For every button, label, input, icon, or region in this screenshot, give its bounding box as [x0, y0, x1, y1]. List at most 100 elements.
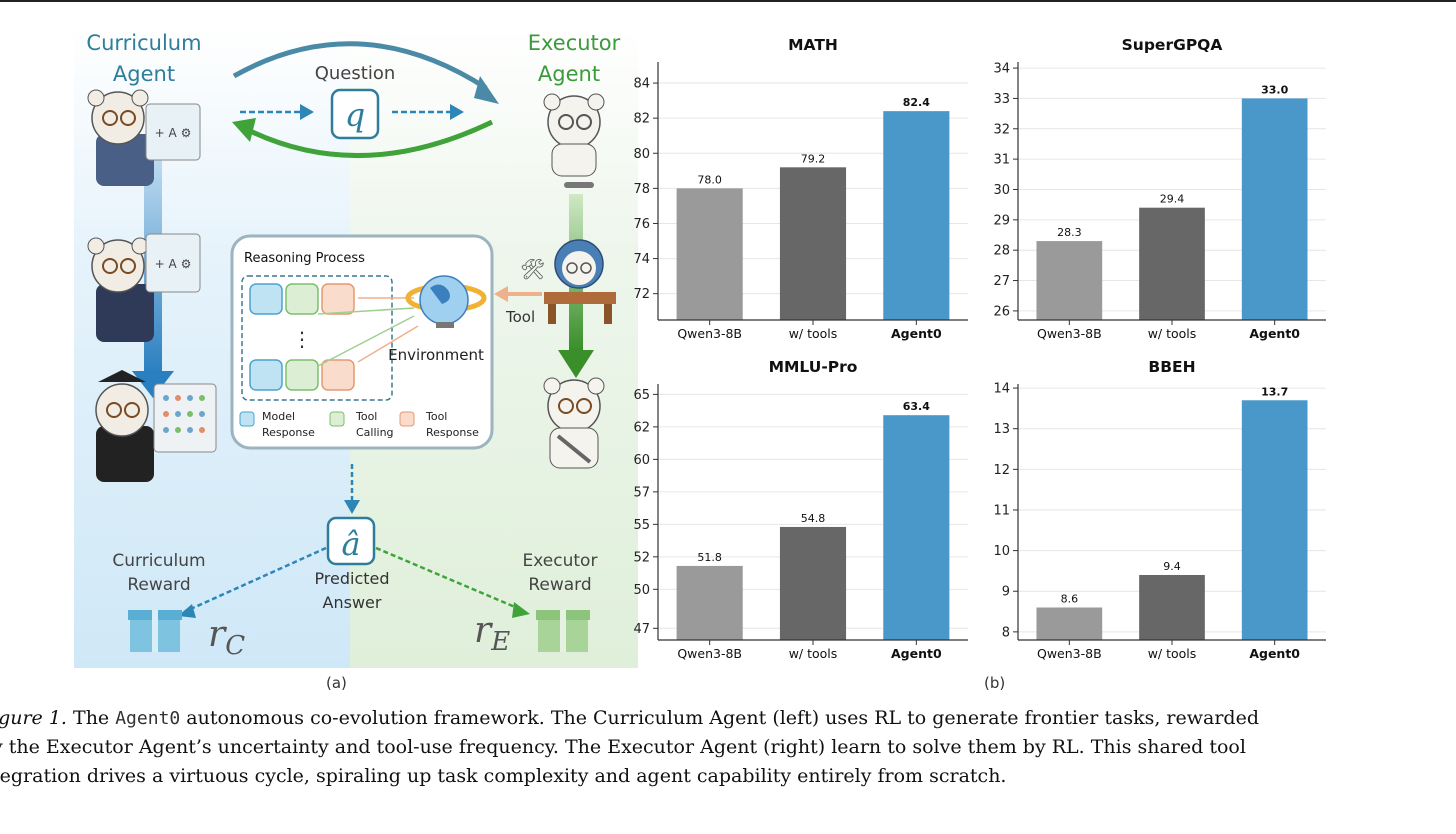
- executor-bear-icon: [543, 93, 605, 188]
- y-tick-label: 29: [993, 213, 1010, 228]
- x-tick-label: w/ tools: [789, 646, 838, 661]
- y-tick-label: 10: [993, 544, 1010, 559]
- x-tick-label: w/ tools: [1148, 326, 1197, 341]
- y-tick-label: 82: [633, 112, 650, 127]
- x-tick-label: w/ tools: [1148, 646, 1197, 661]
- y-tick-label: 62: [633, 420, 650, 435]
- y-tick-label: 8: [1002, 625, 1010, 640]
- chart-title: SuperGPQA: [1122, 36, 1223, 54]
- y-tick-label: 13: [993, 422, 1010, 437]
- executor-bear-engineer-icon: [543, 377, 605, 469]
- y-tick-label: 55: [633, 518, 650, 533]
- x-tick-label: Qwen3-8B: [1037, 646, 1102, 661]
- bar-w-tools: [779, 167, 847, 320]
- y-tick-label: 60: [633, 453, 650, 468]
- legend-tool-calling-line1: Tool: [355, 410, 377, 423]
- legend-tool-response-line2: Response: [426, 426, 479, 439]
- y-tick-label: 84: [633, 77, 650, 92]
- curriculum-agent-title-line2: Agent: [113, 62, 175, 86]
- reasoning-process-panel: Reasoning Process ⋮ Environment Model Re…: [230, 234, 494, 450]
- executor-reward-gift-icon: [536, 610, 590, 652]
- environment-globe-icon: [405, 275, 487, 328]
- svg-text:+ A ⚙: + A ⚙: [155, 126, 192, 140]
- y-tick-label: 57: [633, 485, 650, 500]
- y-tick-label: 80: [633, 147, 650, 162]
- bar-qwen3-8b: [676, 565, 743, 640]
- executor-reward-arrow: [375, 546, 523, 612]
- x-tick-label: Agent0: [891, 326, 942, 341]
- question-label: Question: [315, 63, 396, 84]
- y-tick-label: 52: [633, 550, 650, 565]
- y-tick-label: 72: [633, 287, 650, 302]
- predicted-answer-line2: Answer: [323, 593, 382, 612]
- curriculum-reward-arrow: [183, 546, 327, 614]
- y-tick-label: 34: [993, 62, 1010, 77]
- y-tick-label: 11: [993, 503, 1010, 518]
- executor-agent-title-line1: Executor: [528, 31, 621, 55]
- question-box: [330, 88, 380, 140]
- bar-w-tools: [1139, 207, 1205, 320]
- curriculum-agent-title-line1: Curriculum: [86, 31, 201, 55]
- y-tick-label: 30: [993, 183, 1010, 198]
- bar-agent0: [1241, 400, 1308, 640]
- feedback-arc-bottom: [242, 119, 494, 159]
- curriculum-bear-professor-icon: [95, 370, 217, 482]
- curriculum-bear-teacher-icon: + A ⚙: [87, 233, 201, 342]
- y-tick-label: 27: [993, 274, 1010, 289]
- chart-title: MATH: [788, 36, 838, 54]
- x-tick-label: w/ tools: [789, 326, 838, 341]
- legend-tool-response-line1: Tool: [425, 410, 447, 423]
- caption-line-1: igure 1. The Agent0 autonomous co-evolut…: [0, 704, 1456, 733]
- y-tick-label: 50: [633, 583, 650, 598]
- y-tick-label: 76: [633, 217, 650, 232]
- reward-c-symbol: rC: [208, 614, 245, 661]
- bar-agent0: [883, 415, 950, 640]
- caption-line-3: tegration drives a virtuous cycle, spira…: [0, 765, 1007, 787]
- chart-title: MMLU-Pro: [769, 358, 858, 376]
- predicted-answer-line1: Predicted: [314, 569, 389, 588]
- legend-tool-calling-line2: Calling: [356, 426, 394, 439]
- data-label: 54.8: [801, 512, 826, 525]
- data-label: 79.2: [801, 152, 826, 165]
- y-tick-label: 32: [993, 122, 1010, 137]
- curriculum-reward-line2: Reward: [127, 575, 190, 595]
- data-label: 78.0: [697, 173, 722, 186]
- y-tick-label: 74: [633, 252, 650, 267]
- y-tick-label: 28: [993, 244, 1010, 259]
- feedback-arc-arrowhead: [232, 118, 256, 142]
- y-tick-label: 31: [993, 153, 1010, 168]
- question-symbol: q: [345, 96, 365, 134]
- y-tick-label: 78: [633, 182, 650, 197]
- svg-text:+ A ⚙: + A ⚙: [155, 257, 192, 271]
- reasoning-process-title: Reasoning Process: [244, 251, 365, 266]
- agent0-framework-diagram: Curriculum Agent Executor Agent Question…: [74, 26, 638, 668]
- top-rule: [0, 0, 1456, 2]
- curriculum-bear-student-icon: + A ⚙: [87, 89, 201, 186]
- data-label: 63.4: [903, 400, 930, 413]
- legend-model-response-line2: Response: [262, 426, 315, 439]
- y-tick-label: 14: [993, 382, 1010, 397]
- answer-box: [326, 516, 376, 566]
- executor-bear-working-icon: 🛠: [520, 239, 616, 324]
- curriculum-reward-gift-icon: [128, 610, 182, 652]
- bar-agent0: [1241, 98, 1308, 321]
- caption-code-agent0: Agent0: [115, 708, 181, 729]
- legend-model-response-line1: Model: [262, 410, 295, 423]
- svg-text:🛠: 🛠: [520, 257, 545, 281]
- caption-text-before: The: [66, 707, 116, 729]
- panel-label-a: (a): [326, 674, 347, 692]
- x-tick-label: Agent0: [1249, 326, 1300, 341]
- y-tick-label: 12: [993, 463, 1010, 478]
- x-tick-label: Qwen3-8B: [1037, 326, 1102, 341]
- data-label: 51.8: [697, 551, 722, 564]
- caption-line1-rest: autonomous co-evolution framework. The C…: [180, 707, 1259, 729]
- figure-caption: igure 1. The Agent0 autonomous co-evolut…: [0, 704, 1456, 791]
- bar-agent0: [883, 111, 950, 321]
- y-tick-label: 26: [993, 304, 1010, 319]
- x-tick-label: Qwen3-8B: [677, 326, 742, 341]
- executor-agent-title-line2: Agent: [538, 62, 600, 86]
- caption-line-2: y the Executor Agent’s uncertainty and t…: [0, 736, 1246, 758]
- chart-title: BBEH: [1148, 358, 1195, 376]
- x-tick-label: Qwen3-8B: [677, 646, 742, 661]
